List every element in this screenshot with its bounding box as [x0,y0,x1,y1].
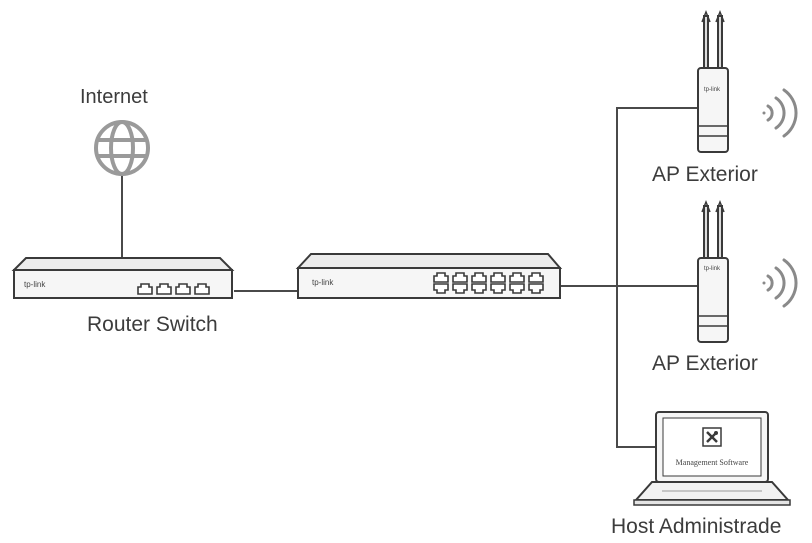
tools-icon [702,427,722,447]
internet-label: Internet [80,86,148,108]
globe-icon [94,120,150,176]
ap2-brand-text: tp-link [704,266,721,272]
line-branch-host [616,286,656,448]
host-admin-label: Host Administrade [611,515,782,538]
router-switch-label: Router Switch [87,313,218,336]
switch-brand-text: tp-link [312,278,334,287]
ap1-brand-text: tp-link [704,87,721,93]
management-software-label: Management Software [676,458,749,467]
ap-exterior-1-device: tp-link [697,9,729,153]
switch-device: tp-link [295,253,563,299]
line-branch-ap1 [616,107,700,286]
ap-exterior-1-label: AP Exterior [652,163,758,186]
wifi-signal-icon [762,258,798,308]
router-brand-text: tp-link [24,280,46,289]
connection-lines [121,107,700,448]
router-ports [137,283,210,295]
ap-exterior-2-label: AP Exterior [652,352,758,375]
router-device: tp-link [11,257,235,299]
ap-exterior-2-device: tp-link [697,199,729,343]
wifi-signal-icon [762,88,798,138]
laptop-device: Management Software [633,411,791,506]
switch-ports [433,272,544,294]
